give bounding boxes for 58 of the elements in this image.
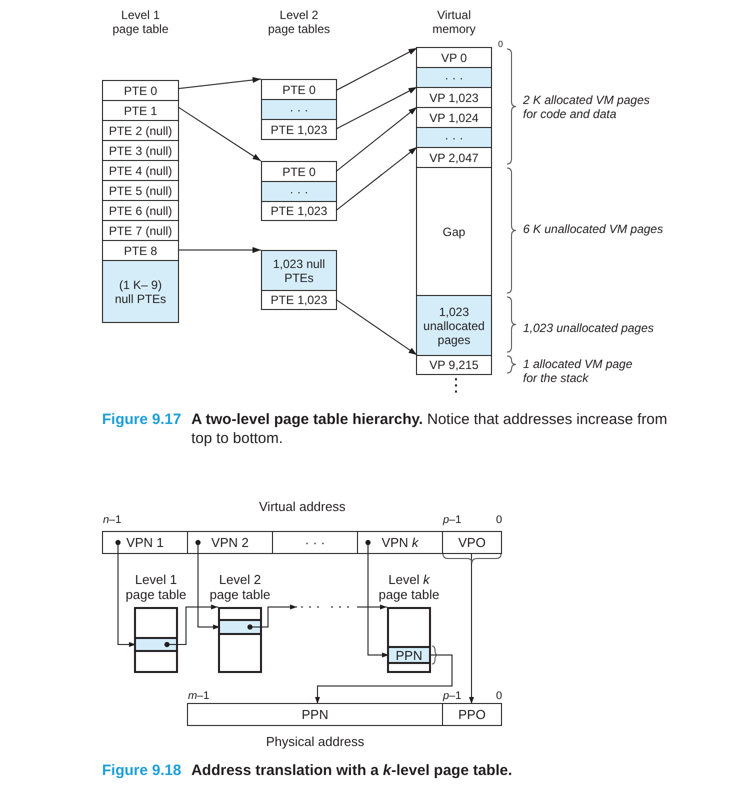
virtual-page: · · ·: [417, 67, 491, 87]
pointer-arrow: [365, 540, 390, 658]
arrow: [336, 106, 418, 172]
pointer-arrow: [164, 604, 218, 648]
table-entry: 1,023 null PTEs: [262, 251, 336, 290]
arrow: [336, 299, 418, 356]
pointer-arrow: [115, 540, 136, 647]
table-entry: [136, 637, 176, 652]
pointer-arrow: [195, 540, 220, 630]
bit-index: n–1: [103, 514, 122, 527]
table-entry: PTE 3 (null): [103, 140, 178, 160]
address-index: 0: [498, 39, 504, 50]
bit-index: p–1: [443, 514, 462, 527]
table-heading: Level k page table: [378, 572, 440, 602]
arrow: [178, 106, 262, 162]
page-range: 1,023 unallocated pages: [417, 295, 491, 355]
table-heading: Level 1 page table: [124, 572, 188, 602]
range-note: 1 allocated VM page for the stack: [523, 357, 634, 385]
ellipsis-mark: ⋮: [447, 376, 465, 396]
page-table: [261, 79, 337, 140]
page-table: [261, 250, 337, 310]
table-entry: PTE 4 (null): [103, 160, 178, 180]
figure-number: Figure 9.17: [102, 410, 182, 429]
figure-number: Figure 9.18: [102, 761, 182, 780]
table-entry: [220, 619, 260, 635]
arrow: [336, 86, 418, 130]
virtual-page: · · ·: [417, 127, 491, 147]
arrow: [336, 146, 418, 211]
pointer-arrow: [247, 604, 388, 630]
table-heading: Virtual memory: [431, 8, 477, 36]
arrow: [469, 552, 474, 704]
bit-index: m–1: [188, 690, 210, 702]
arrow: [315, 654, 452, 704]
table-heading: Level 2 page table: [208, 572, 272, 602]
table-entry: PTE 5 (null): [103, 180, 178, 200]
bit-index: 0: [496, 690, 502, 702]
bar-heading: Virtual address: [259, 499, 346, 514]
arrow: [336, 48, 418, 91]
range-note: 2 K allocated VM pages for code and data: [523, 93, 651, 121]
table-entry: (1 K– 9) null PTEs: [103, 260, 178, 322]
bit-index: 0: [496, 514, 502, 527]
caption-text: A two-level page table hierarchy. Notice that addresses increase from top to bottom.: [191, 410, 668, 448]
range-note: 1,023 unallocated pages: [523, 321, 654, 335]
table-entry: · · ·: [262, 181, 336, 201]
table-heading: Level 2 page tables: [266, 8, 332, 36]
table-heading: Level 1 page table: [111, 8, 170, 36]
caption-text: Address translation with a k-level page table.: [191, 761, 514, 780]
bar-heading: Physical address: [266, 734, 364, 749]
arrow: [178, 77, 262, 90]
table-entry: PTE 6 (null): [103, 200, 178, 220]
table-entry: · · ·: [262, 99, 336, 119]
table-entry: PTE 7 (null): [103, 220, 178, 240]
range-note: 6 K unallocated VM pages: [523, 222, 664, 236]
page-table: [261, 161, 337, 221]
arrow: [178, 247, 262, 253]
bit-index: p–1: [443, 690, 462, 702]
table-entry: PTE 2 (null): [103, 120, 178, 140]
table-entry: PPN: [389, 646, 429, 664]
